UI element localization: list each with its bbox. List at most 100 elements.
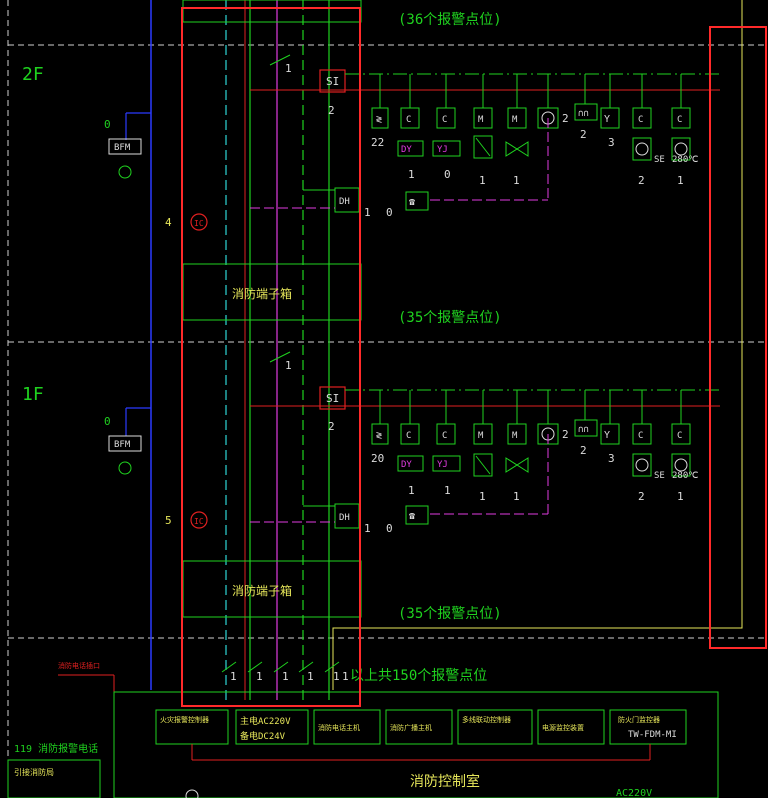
svg-text:火灾报警控制器: 火灾报警控制器 — [160, 715, 209, 724]
horn-qty-1f: 5 — [165, 514, 172, 527]
svg-text:2: 2 — [580, 128, 587, 141]
bfm-qty-2f: 0 — [104, 118, 111, 131]
left-119-label: 119 消防报警电话 — [14, 742, 98, 755]
terminal-box-label-2f: 消防端子箱 — [232, 286, 292, 301]
svg-text:1: 1 — [479, 174, 486, 187]
si-module-1f — [319, 386, 346, 410]
svg-text:2: 2 — [638, 174, 645, 187]
temp-label-2f: 280℃ — [672, 155, 698, 165]
device-row-1f: ≷ 20 C DY 1 C YJ 1 M 1 M 1 — [371, 390, 698, 503]
highlight-terminal-column — [181, 7, 361, 707]
svg-text:1: 1 — [408, 168, 415, 181]
ac-label: AC220V — [616, 788, 652, 798]
svg-text:☎: ☎ — [409, 197, 415, 208]
svg-text:1: 1 — [364, 206, 371, 219]
loop-qty-1f: 1 — [285, 359, 292, 372]
svg-text:1: 1 — [479, 490, 486, 503]
svg-text:1: 1 — [408, 484, 415, 497]
svg-text:3: 3 — [608, 136, 615, 149]
svg-text:防火门监控器: 防火门监控器 — [618, 715, 660, 724]
svg-text:Y: Y — [604, 114, 610, 125]
alarm-count-2f: (35个报警点位) — [398, 310, 502, 326]
horn-icon — [190, 213, 208, 231]
temp-label-1f: 280℃ — [672, 471, 698, 481]
loop-qty-2f: 1 — [285, 62, 292, 75]
si-label-2f: SI — [326, 75, 339, 88]
svg-text:2: 2 — [562, 112, 569, 125]
svg-text:Y: Y — [604, 430, 610, 441]
svg-text:1: 1 — [282, 670, 289, 683]
svg-text:2: 2 — [580, 444, 587, 457]
bus-ticks: 1 1 1 1 1 1 — [221, 661, 349, 683]
svg-text:0: 0 — [386, 522, 393, 535]
floor-label-2f: 2F — [22, 64, 44, 85]
alarm-count-1f: (35个报警点位) — [398, 606, 502, 622]
dh-label-2f: DH — [339, 197, 350, 207]
svg-text:1: 1 — [307, 670, 314, 683]
left-sub-label: 引接消防局 — [14, 767, 54, 777]
svg-text:C: C — [406, 431, 411, 441]
door-monitor-box — [609, 709, 687, 745]
svg-text:C: C — [442, 115, 447, 125]
svg-text:0: 0 — [386, 206, 393, 219]
svg-text:主电AC220V: 主电AC220V — [240, 715, 291, 727]
bell-icon-1f — [118, 461, 132, 475]
bfm-box-1f — [108, 435, 142, 452]
tel-ext-label: 消防电话插口 — [58, 661, 100, 670]
svg-text:C: C — [677, 115, 682, 125]
svg-text:备电DC24V: 备电DC24V — [240, 730, 286, 742]
si-qty-1f: 2 — [328, 420, 335, 433]
svg-text:C: C — [677, 431, 682, 441]
phone-icon-2f — [405, 191, 429, 211]
phone-icon-1f — [405, 505, 429, 525]
svg-text:1: 1 — [513, 490, 520, 503]
bfm-label-1f: BFM — [114, 440, 131, 450]
dy-label-1f: DY — [401, 460, 412, 470]
tel-host-box — [313, 709, 381, 745]
broadcast-box — [385, 709, 453, 745]
svg-text:1: 1 — [513, 174, 520, 187]
si-module-2f — [319, 69, 346, 93]
total-alarm-label: 以上共150个报警点位 — [350, 668, 487, 684]
smoke-qty-1f: 20 — [371, 452, 384, 465]
svg-text:1: 1 — [256, 670, 263, 683]
bfm-box-2f — [108, 138, 142, 155]
svg-text:1: 1 — [333, 670, 340, 683]
dh-label-1f: DH — [339, 513, 350, 523]
smoke-qty-2f: 22 — [371, 136, 384, 149]
svg-text:消防广播主机: 消防广播主机 — [390, 723, 432, 732]
svg-text:多线联动控制器: 多线联动控制器 — [462, 715, 511, 724]
svg-text:2: 2 — [638, 490, 645, 503]
control-room-label: 消防控制室 — [410, 773, 480, 790]
se-label-2f: SE — [654, 155, 665, 165]
svg-text:1: 1 — [444, 484, 451, 497]
highlight-right-column — [709, 26, 767, 649]
alarm-count-top: (36个报警点位) — [398, 12, 502, 28]
si-label-1f: SI — [326, 392, 339, 405]
svg-text:1: 1 — [677, 490, 684, 503]
svg-text:TW-FDM-MI: TW-FDM-MI — [628, 730, 677, 740]
svg-text:∩∩: ∩∩ — [578, 425, 589, 435]
floor-label-1f: 1F — [22, 384, 44, 405]
bfm-label-2f: BFM — [114, 143, 131, 153]
floor-1f: 1F 0 BFM 5 IC 1 SI 2 ≷ 20 C DY 1 C — [22, 351, 720, 622]
bell-icon — [118, 165, 132, 179]
yj-label-2f: YJ — [437, 145, 448, 155]
horn-qty-2f: 4 — [165, 216, 172, 229]
power-box — [235, 709, 309, 745]
svg-text:1: 1 — [230, 670, 237, 683]
monitor-box — [537, 709, 605, 745]
svg-text:≷: ≷ — [376, 430, 382, 441]
svg-text:C: C — [638, 115, 643, 125]
svg-text:电源监控装置: 电源监控装置 — [542, 723, 584, 732]
svg-text:1: 1 — [364, 522, 371, 535]
svg-text:M: M — [478, 431, 484, 441]
control-room-frame — [113, 691, 719, 798]
control-room: 1 1 1 1 1 1 以上共150个报警点位 消防电话插口 火灾报警控制器 主… — [7, 661, 719, 798]
svg-text:M: M — [512, 115, 518, 125]
floor-2f: 2F (36个报警点位) 0 BFM 4 IC 1 SI 2 ≷ 22 C — [22, 12, 720, 326]
terminal-box-label-1f: 消防端子箱 — [232, 583, 292, 598]
svg-text:≷: ≷ — [376, 114, 382, 125]
